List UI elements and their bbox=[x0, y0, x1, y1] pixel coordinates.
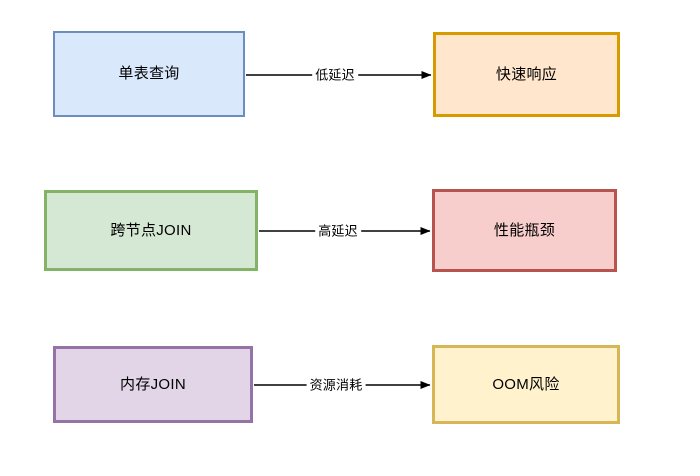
node-label-memory-join: 内存JOIN bbox=[120, 375, 186, 393]
node-label-fast-response: 快速响应 bbox=[495, 65, 558, 83]
node-cross-node-join[interactable]: 跨节点JOIN bbox=[44, 190, 258, 271]
edge-label-resource-consumption: 资源消耗 bbox=[306, 376, 366, 394]
node-oom-risk[interactable]: OOM风险 bbox=[432, 345, 620, 424]
node-label-performance-bottleneck: 性能瓶颈 bbox=[493, 221, 556, 239]
node-memory-join[interactable]: 内存JOIN bbox=[53, 346, 253, 423]
node-label-cross-node-join: 跨节点JOIN bbox=[110, 221, 192, 239]
node-fast-response[interactable]: 快速响应 bbox=[433, 32, 620, 117]
node-performance-bottleneck[interactable]: 性能瓶颈 bbox=[432, 189, 617, 272]
edge-label-high-latency: 高延迟 bbox=[315, 222, 361, 240]
node-single-table-query[interactable]: 单表查询 bbox=[53, 31, 245, 117]
node-label-oom-risk: OOM风险 bbox=[492, 375, 560, 393]
node-label-single-table-query: 单表查询 bbox=[118, 65, 180, 82]
edge-label-low-latency: 低延迟 bbox=[312, 66, 358, 84]
